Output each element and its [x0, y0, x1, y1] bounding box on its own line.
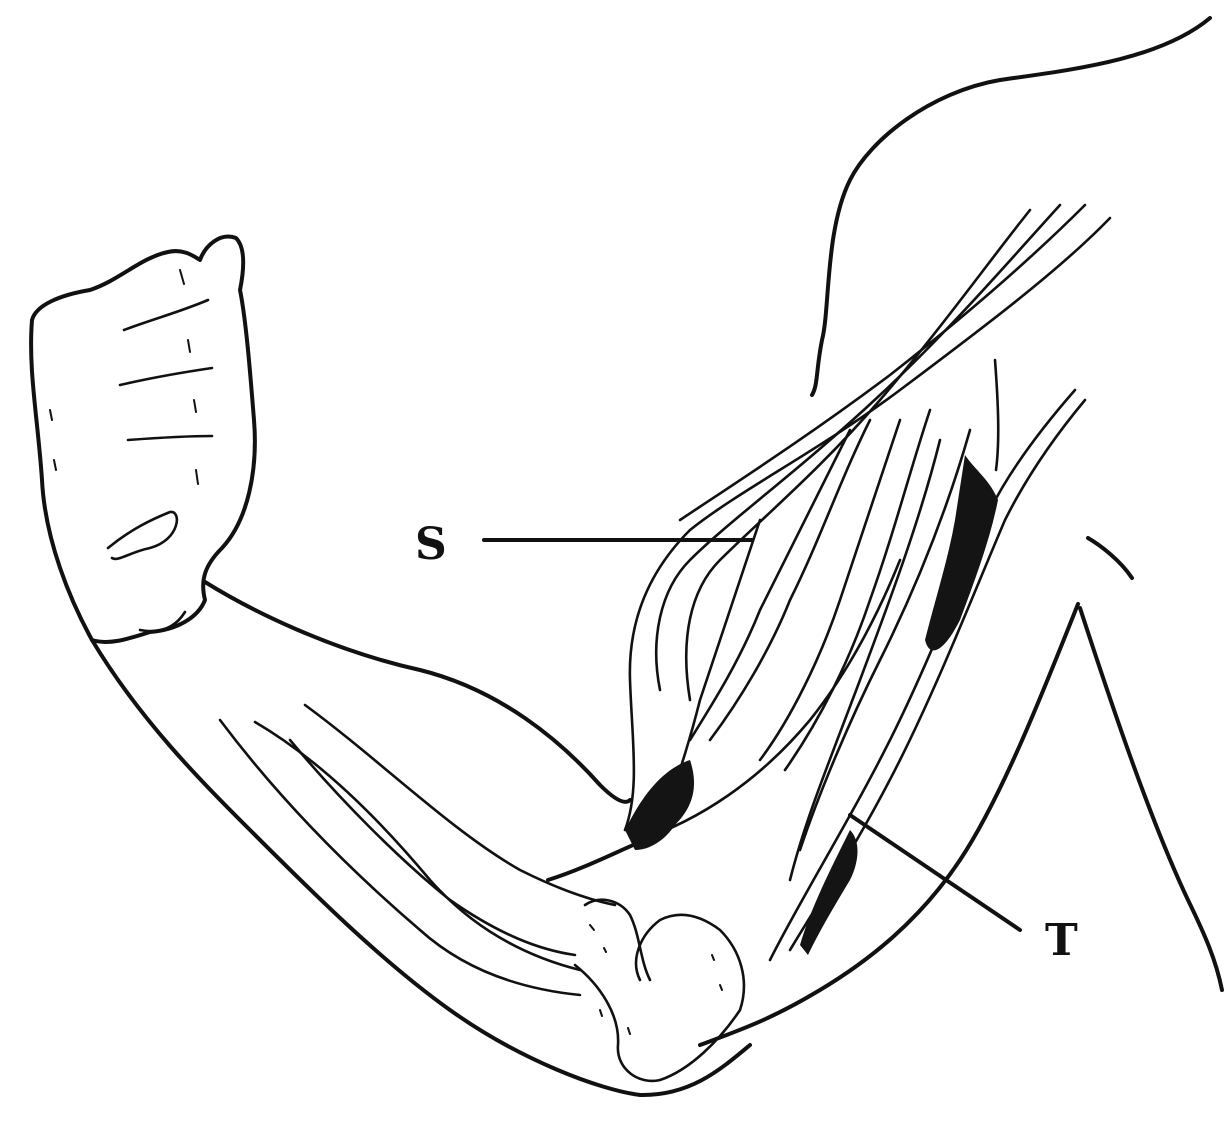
biceps-fiber-2 — [686, 210, 1030, 700]
elbow-bone-olecranon — [575, 915, 744, 1081]
torso-outline — [1080, 608, 1222, 990]
label-t-leader-line — [850, 815, 1020, 930]
finger-line-3 — [128, 436, 212, 440]
biceps-tendon-shade — [625, 760, 694, 850]
triceps-lower-shade — [800, 830, 858, 955]
label-t: T — [1045, 915, 1078, 966]
shoulder-outline — [812, 18, 1210, 395]
elbow-crease — [548, 842, 640, 880]
forearm-tendon-4 — [305, 705, 615, 905]
elbow-bone-condyle — [585, 900, 650, 980]
forearm-upper-contour — [205, 582, 630, 802]
finger-line-2 — [120, 368, 212, 385]
finger-line-1 — [124, 300, 208, 330]
chest-outline — [1088, 538, 1132, 578]
forearm-tendon-2 — [255, 722, 580, 970]
biceps-outline-outer — [625, 218, 1110, 830]
knuckle-marks — [50, 270, 198, 484]
biceps-fiber-7 — [670, 520, 760, 800]
thumb-line — [108, 512, 177, 559]
triceps-outline-3 — [995, 360, 998, 470]
biceps-fiber-4 — [785, 410, 930, 770]
label-s: S — [415, 519, 447, 570]
bone-dots — [590, 925, 722, 1034]
